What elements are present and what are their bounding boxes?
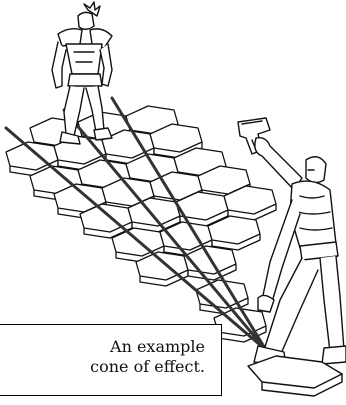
gunman-figure [238,118,346,396]
caption-line-1: An example [0,337,205,357]
caption-box: An example cone of effect. [0,324,222,396]
hex-grid [6,106,276,342]
caption-line-2: cone of effect. [0,357,205,377]
